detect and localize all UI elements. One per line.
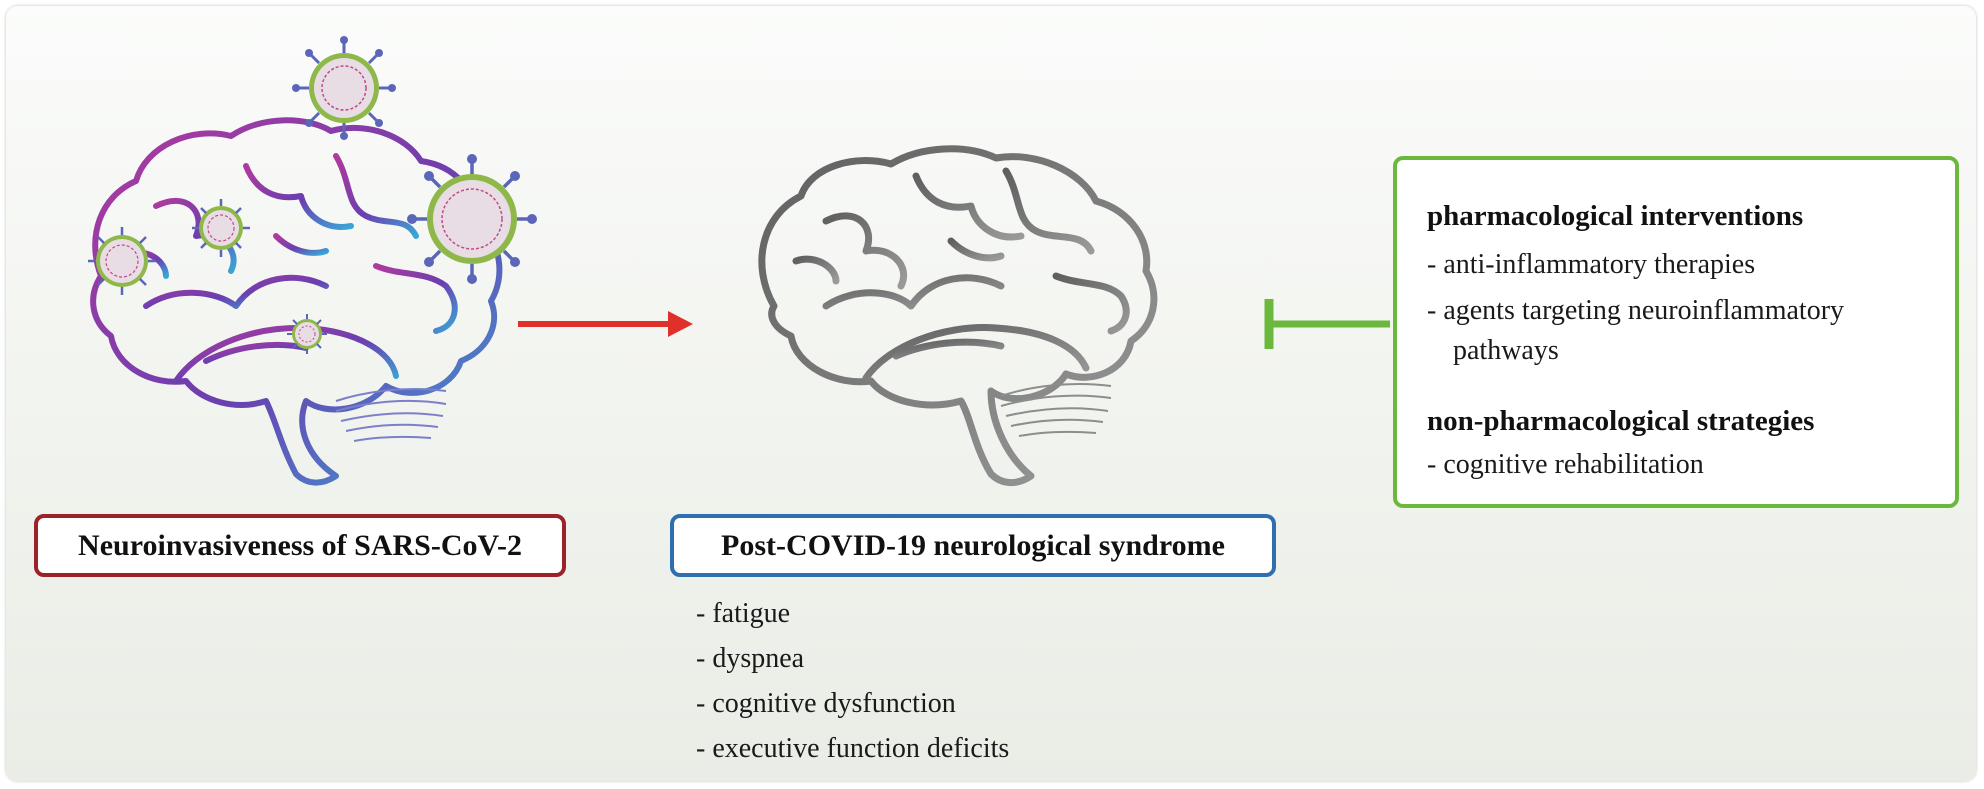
- grey-brain-icon: [758, 145, 1158, 486]
- virus-icon: [292, 36, 396, 140]
- virus-icon: [88, 227, 156, 295]
- pharm-item: - agents targeting neuroinflammatory: [1427, 295, 1845, 326]
- post-covid-syndrome-label: Post-COVID-19 neurological syndrome: [670, 514, 1276, 577]
- figure-panel: Neuroinvasiveness of SARS-CoV-2 Post-COV…: [6, 6, 1976, 781]
- colored-brain-icon: [90, 117, 503, 486]
- nonpharm-heading: non-pharmacological strategies: [1427, 405, 1815, 437]
- symptom-item: - fatigue: [696, 598, 791, 629]
- symptom-list: - fatigue - dyspnea - cognitive dysfunct…: [696, 591, 1009, 771]
- virus-icon: [287, 314, 327, 354]
- figure-art: [88, 36, 1390, 486]
- symptom-item: - executive function deficits: [696, 733, 1010, 764]
- grey-cerebellum: [1000, 383, 1112, 437]
- treatment-box: pharmacological interventions - anti-inf…: [1393, 156, 1959, 508]
- virus-icon: [407, 154, 537, 284]
- symptom-item: - cognitive dysfunction: [696, 688, 956, 719]
- symptom-item: - dyspnea: [696, 643, 805, 674]
- pharm-item: - anti-inflammatory therapies: [1427, 249, 1756, 280]
- neuroinvasiveness-label: Neuroinvasiveness of SARS-CoV-2: [34, 514, 566, 577]
- nonpharm-item: - cognitive rehabilitation: [1427, 449, 1704, 480]
- arrow-right-icon: [518, 311, 693, 337]
- colored-cerebellum: [335, 388, 447, 442]
- virus-icon: [192, 199, 250, 257]
- inhibition-bar-icon: [1264, 299, 1390, 349]
- pharm-item-continued: pathways: [1453, 335, 1559, 366]
- pharm-heading: pharmacological interventions: [1427, 200, 1804, 232]
